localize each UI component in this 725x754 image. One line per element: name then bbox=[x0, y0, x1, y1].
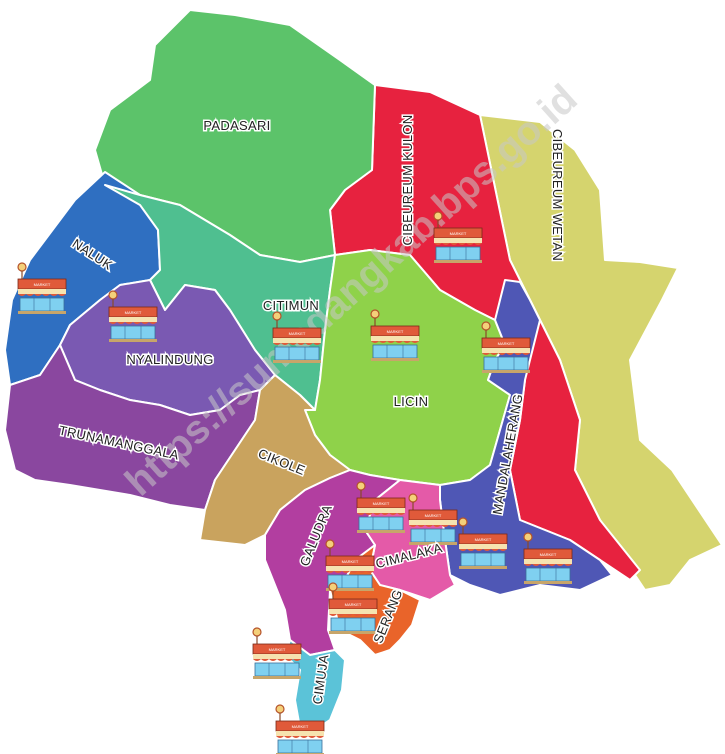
market-label: MARKET bbox=[498, 341, 515, 346]
market-label: MARKET bbox=[34, 282, 51, 287]
market-label: MARKET bbox=[342, 559, 359, 564]
market-icon[interactable]: MARKET bbox=[252, 627, 302, 679]
market-label: MARKET bbox=[450, 231, 467, 236]
market-icon[interactable]: MARKET bbox=[433, 211, 483, 263]
region-layer bbox=[4, 9, 723, 731]
market-label: MARKET bbox=[269, 647, 286, 652]
market-label: MARKET bbox=[345, 602, 362, 607]
market-label: MARKET bbox=[475, 537, 492, 542]
market-icon[interactable]: MARKET bbox=[408, 493, 458, 545]
label-nyalindung: NYALINDUNG bbox=[126, 352, 213, 367]
market-icon[interactable]: MARKET bbox=[108, 290, 158, 342]
market-icon[interactable]: MARKET bbox=[481, 321, 531, 373]
label-cibeureum-kulon: CIBEUREUM KULON bbox=[400, 115, 415, 246]
label-padasari: PADASARI bbox=[203, 118, 270, 133]
market-icon[interactable]: MARKET bbox=[325, 539, 375, 591]
market-label: MARKET bbox=[373, 501, 390, 506]
region-mandalaherang[interactable] bbox=[439, 279, 613, 596]
market-icon[interactable]: MARKET bbox=[17, 262, 67, 314]
label-citimun: CITIMUN bbox=[263, 298, 319, 313]
market-label: MARKET bbox=[289, 331, 306, 336]
market-label: MARKET bbox=[425, 513, 442, 518]
market-icon[interactable]: MARKET bbox=[370, 309, 420, 361]
market-layer: MARKET MARKET MARKET MARKET MARKET MARKET MARK… bbox=[17, 211, 573, 754]
market-icon[interactable]: MARKET bbox=[523, 532, 573, 584]
market-label: MARKET bbox=[540, 552, 557, 557]
market-icon[interactable]: MARKET bbox=[272, 311, 322, 363]
market-label: MARKET bbox=[387, 329, 404, 334]
market-label: MARKET bbox=[292, 724, 309, 729]
market-icon[interactable]: MARKET bbox=[458, 517, 508, 569]
market-icon[interactable]: MARKET bbox=[328, 582, 378, 634]
label-cibeureum-wetan: CIBEUREUM WETAN bbox=[550, 129, 565, 261]
market-label: MARKET bbox=[125, 310, 142, 315]
label-licin: LICIN bbox=[394, 394, 429, 409]
market-icon[interactable]: MARKET bbox=[356, 481, 406, 533]
